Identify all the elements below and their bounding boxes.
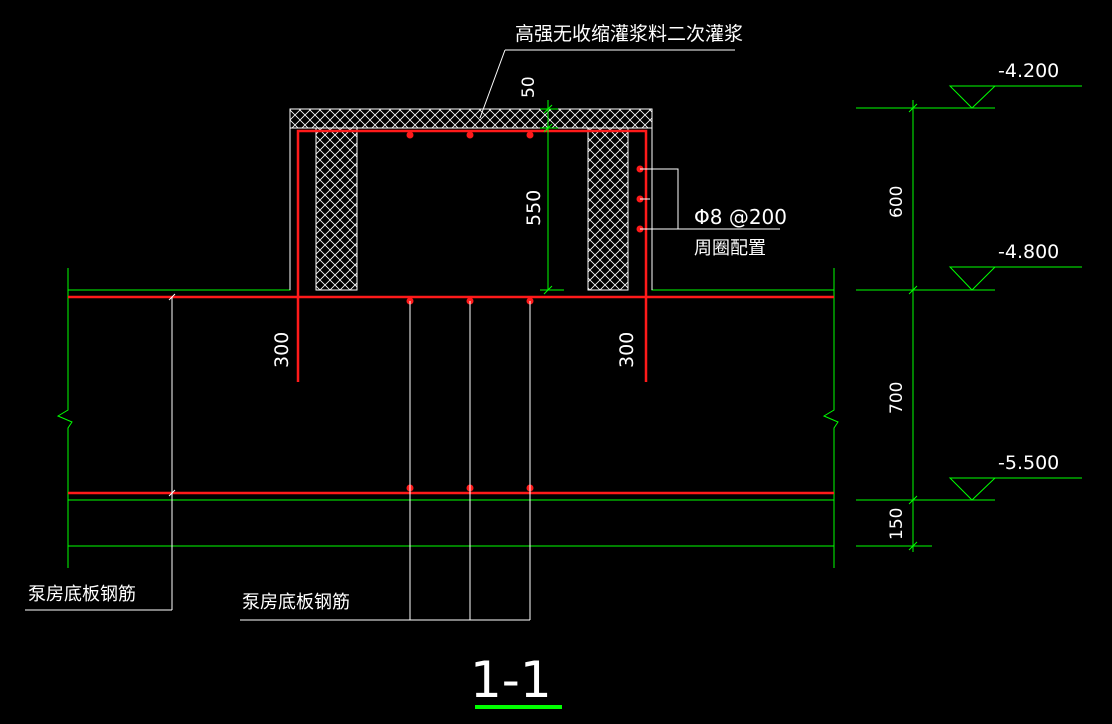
leader-lines xyxy=(25,49,780,621)
rebar-spec-label: Φ8 @200 xyxy=(694,205,787,229)
grout-pocket-right xyxy=(587,127,629,291)
concrete-outline xyxy=(56,128,839,568)
dim-pedestal-height: 550 xyxy=(523,190,545,226)
elevation-bottom-label: -5.500 xyxy=(998,452,1059,474)
dim-anchor-left: 300 xyxy=(271,332,293,368)
rebar-note-label: 周圈配置 xyxy=(694,238,766,259)
section-title: 1-1 xyxy=(470,651,552,709)
floor-rebar-label-left: 泵房底板钢筋 xyxy=(28,584,136,605)
dim-elev-gap-mid: 700 xyxy=(887,382,907,414)
rebar-cage xyxy=(68,129,834,495)
dim-anchor-right: 300 xyxy=(616,332,638,368)
dim-elev-gap-top: 600 xyxy=(887,186,907,218)
grout-pocket-left xyxy=(315,127,358,291)
elevation-middle-label: -4.800 xyxy=(998,241,1059,263)
dimension-grout xyxy=(540,100,564,295)
dim-grout-thickness: 50 xyxy=(519,76,539,98)
grout-layer xyxy=(289,108,653,129)
floor-rebar-label-right: 泵房底板钢筋 xyxy=(242,592,350,613)
elevation-top-label: -4.200 xyxy=(998,60,1059,82)
grout-note: 高强无收缩灌浆料二次灌浆 xyxy=(515,23,743,45)
elevation-markers xyxy=(948,85,1082,501)
dim-cushion: 150 xyxy=(887,508,907,540)
dimension-elevations xyxy=(856,100,995,552)
